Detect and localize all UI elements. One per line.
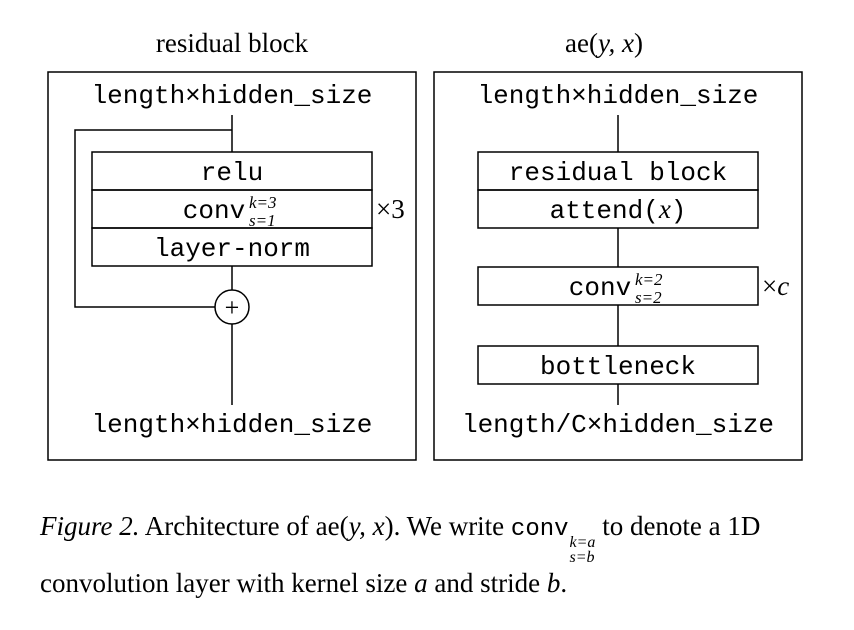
residual-repeat-label: ×3 bbox=[376, 194, 405, 224]
add-symbol: + bbox=[225, 293, 240, 322]
ae-panel bbox=[433, 71, 803, 461]
residual-input-label: length×hidden_size bbox=[92, 81, 373, 111]
caption-text: . bbox=[560, 568, 568, 598]
conv-kernel-sup: k=3 bbox=[249, 193, 277, 212]
architecture-diagram: residual block length×hidden_size relu c… bbox=[47, 28, 803, 461]
residual-output-label: length×hidden_size bbox=[92, 410, 373, 440]
skip-connection bbox=[74, 129, 232, 308]
conv-label: conv bbox=[183, 196, 245, 226]
bottleneck-label: bottleneck bbox=[540, 352, 696, 382]
caption-figure-label: Figure 2. bbox=[40, 511, 140, 541]
caption-text: to denote a 1D convolution layer with ke… bbox=[40, 511, 761, 598]
ae-output-label: length/C×hidden_size bbox=[462, 410, 774, 440]
downsample-conv-label: conv bbox=[569, 273, 631, 303]
attend-node-label: attend(x) bbox=[550, 194, 687, 226]
caption-text: We write bbox=[400, 511, 511, 541]
figure-caption: Figure 2. Architecture of ae(y, x). We w… bbox=[40, 508, 840, 602]
downsample-kernel-sup: k=2 bbox=[635, 270, 663, 289]
caption-close: ). bbox=[384, 511, 401, 541]
ae-input-label: length×hidden_size bbox=[478, 81, 759, 111]
caption-text: and stride bbox=[427, 568, 547, 598]
caption-conv-sub: s=b bbox=[569, 549, 595, 566]
layer-norm-label: layer-norm bbox=[154, 234, 310, 264]
caption-conv: conv bbox=[510, 516, 569, 543]
caption-text: Architecture of bbox=[139, 511, 316, 541]
relu-label: relu bbox=[201, 158, 263, 188]
conv-stride-sub: s=1 bbox=[249, 211, 276, 230]
caption-var-b: b bbox=[546, 568, 561, 598]
residual-block-title: residual block bbox=[156, 28, 309, 58]
caption-args: y, x bbox=[348, 511, 385, 541]
caption-conv-sup: k=a bbox=[569, 534, 596, 551]
downsample-stride-sub: s=2 bbox=[635, 288, 662, 307]
downsample-repeat-label: ×c bbox=[762, 271, 789, 301]
caption-ae: ae( bbox=[315, 511, 349, 541]
ae-title: ae(y, x) bbox=[565, 28, 643, 58]
residual-block-panel bbox=[47, 71, 417, 461]
residual-block-node-label: residual block bbox=[509, 158, 727, 188]
caption-var-a: a bbox=[414, 568, 428, 598]
